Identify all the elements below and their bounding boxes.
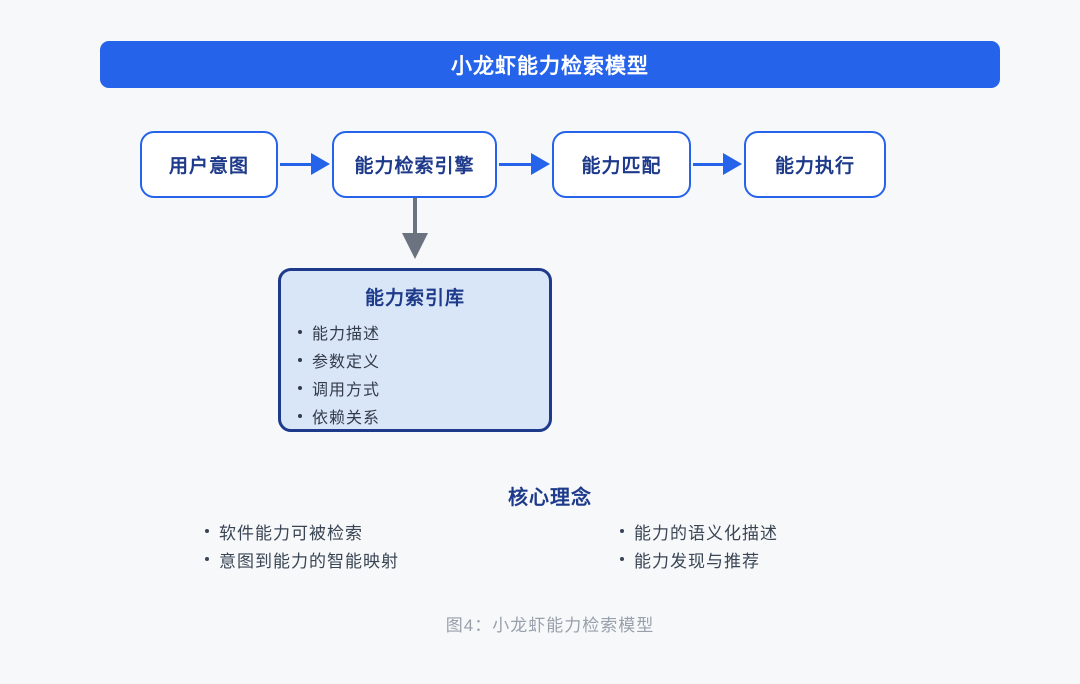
bullet-icon [298,330,302,334]
core-concept-left-column: 软件能力可被检索 意图到能力的智能映射 [205,517,399,573]
arrow-down-head [402,233,428,259]
list-item-label: 意图到能力的智能映射 [219,551,399,571]
list-item: 依赖关系 [298,402,549,430]
list-item-label: 参数定义 [312,354,381,371]
list-item: 能力描述 [298,318,549,346]
flow-step-capability-execute: 能力执行 [744,131,886,198]
list-item: 能力的语义化描述 [620,517,778,545]
flow-step-retrieval-engine: 能力检索引擎 [332,131,497,198]
arrow-down-icon [413,198,417,234]
arrow-shaft [280,162,311,166]
arrow-right-icon [280,153,330,175]
flow-step-label: 用户意图 [168,156,249,177]
list-item: 能力发现与推荐 [620,545,778,573]
flow-step-user-intent: 用户意图 [140,131,278,198]
capability-index-box: 能力索引库 能力描述 参数定义 调用方式 依赖关系 [278,268,552,432]
bullet-icon [205,529,209,533]
list-item-label: 能力发现与推荐 [634,551,760,571]
bullet-icon [298,414,302,418]
diagram-title-bar: 小龙虾能力检索模型 [100,41,1000,88]
flow-step-label: 能力执行 [774,156,855,177]
core-concept-title: 核心理念 [508,487,592,509]
index-box-items: 能力描述 参数定义 调用方式 依赖关系 [281,318,549,430]
bullet-icon [620,529,624,533]
list-item: 软件能力可被检索 [205,517,399,545]
arrow-head [531,153,550,175]
list-item-label: 能力描述 [312,326,381,343]
flow-step-label: 能力检索引擎 [354,156,475,177]
list-item-label: 依赖关系 [312,410,381,427]
bullet-icon [205,557,209,561]
bullet-icon [620,557,624,561]
list-item: 参数定义 [298,346,549,374]
index-box-title: 能力索引库 [364,288,465,309]
arrow-right-icon [499,153,550,175]
list-item-label: 调用方式 [312,382,381,399]
list-item: 意图到能力的智能映射 [205,545,399,573]
list-item-label: 软件能力可被检索 [219,523,363,543]
arrow-head [311,153,330,175]
list-item-label: 能力的语义化描述 [634,523,778,543]
arrow-right-icon [693,153,742,175]
core-concept-right-column: 能力的语义化描述 能力发现与推荐 [620,517,778,573]
flow-step-label: 能力匹配 [581,156,662,177]
bullet-icon [298,386,302,390]
arrow-shaft [693,162,723,166]
diagram-title: 小龙虾能力检索模型 [451,54,649,78]
figure-caption: 图4：小龙虾能力检索模型 [445,616,655,635]
arrow-shaft [499,162,531,166]
bullet-icon [298,358,302,362]
flow-step-capability-match: 能力匹配 [552,131,691,198]
list-item: 调用方式 [298,374,549,402]
arrow-head [723,153,742,175]
